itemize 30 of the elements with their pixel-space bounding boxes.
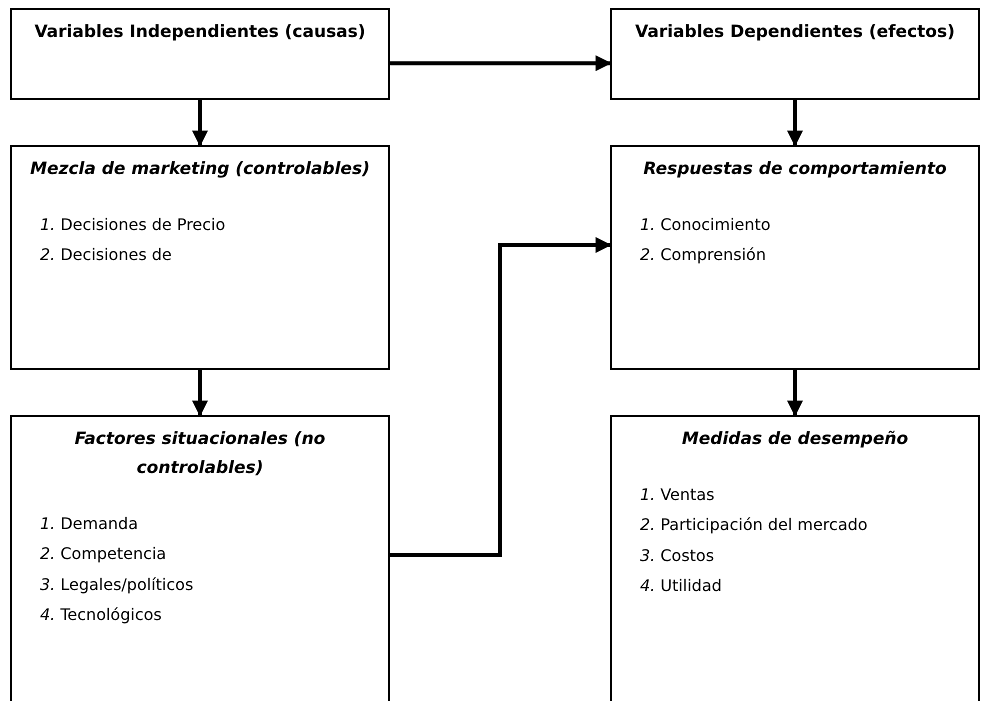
- arrow: [787, 370, 803, 417]
- list-item: 4. Utilidad: [639, 575, 723, 598]
- list-item: 4. Tecnológicos: [39, 604, 163, 626]
- list-item: 1. Decisiones de Precio: [39, 214, 226, 236]
- list-item: 2. Comprensión: [639, 244, 767, 266]
- box-heading: Variables Dependientes (efectos): [634, 21, 956, 44]
- arrow: [192, 370, 208, 417]
- list-item: 2. Decisiones de: [39, 244, 173, 266]
- process-box: [10, 145, 390, 370]
- process-box: [10, 8, 390, 100]
- box-heading: Respuestas de comportamiento: [642, 158, 948, 181]
- process-box: [610, 145, 980, 370]
- box-heading: Factores situacionales (no controlables): [74, 428, 326, 480]
- process-box: [610, 8, 980, 100]
- list-item: 1. Ventas: [639, 484, 716, 506]
- list-item: 3. Costos: [639, 544, 716, 567]
- arrow: [390, 55, 612, 72]
- process-box: [610, 415, 980, 701]
- list-item: 2. Competencia: [39, 543, 168, 566]
- arrow: [787, 100, 803, 147]
- list-item: 3. Legales/políticos: [39, 574, 194, 596]
- box-heading: Medidas de desempeño: [680, 428, 910, 451]
- box-heading: Mezcla de marketing (controlables): [29, 158, 371, 181]
- list-item: 1. Conocimiento: [639, 214, 772, 236]
- list-item: 2. Participación del mercado: [639, 514, 869, 536]
- arrow: [390, 237, 612, 557]
- list-item: 1. Demanda: [39, 512, 140, 535]
- arrow: [192, 100, 208, 147]
- box-heading: Variables Independientes (causas): [33, 21, 367, 44]
- process-box: [10, 415, 390, 701]
